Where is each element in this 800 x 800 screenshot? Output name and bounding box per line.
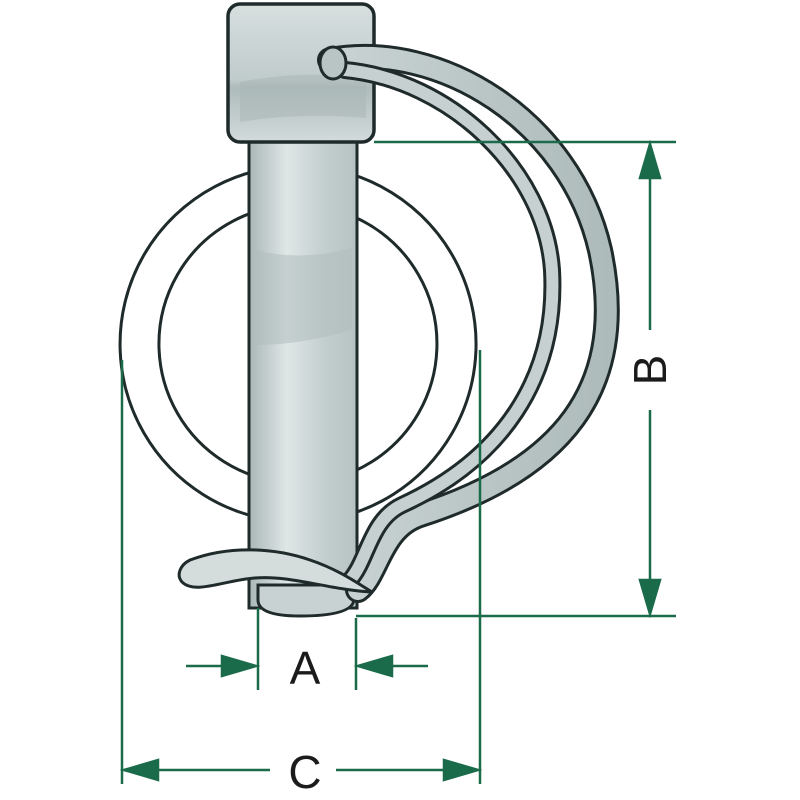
dim-a-label: A	[290, 642, 321, 694]
dim-b-label: B	[624, 355, 676, 386]
dim-a-arrow-right	[353, 654, 394, 678]
dim-c-arrow-left	[119, 758, 160, 782]
pin-end	[256, 583, 356, 618]
pin-head	[226, 2, 376, 144]
dimension-lines	[119, 139, 676, 784]
spring-clip	[317, 43, 620, 603]
pin-shaft	[247, 128, 359, 614]
clip-tab	[177, 548, 373, 594]
dim-c-arrow-right	[442, 758, 483, 782]
dim-c-label: C	[288, 746, 321, 798]
dim-b-arrow-top	[638, 139, 662, 180]
dim-a-arrow-left	[220, 654, 261, 678]
dim-b-arrow-bottom	[638, 578, 662, 619]
